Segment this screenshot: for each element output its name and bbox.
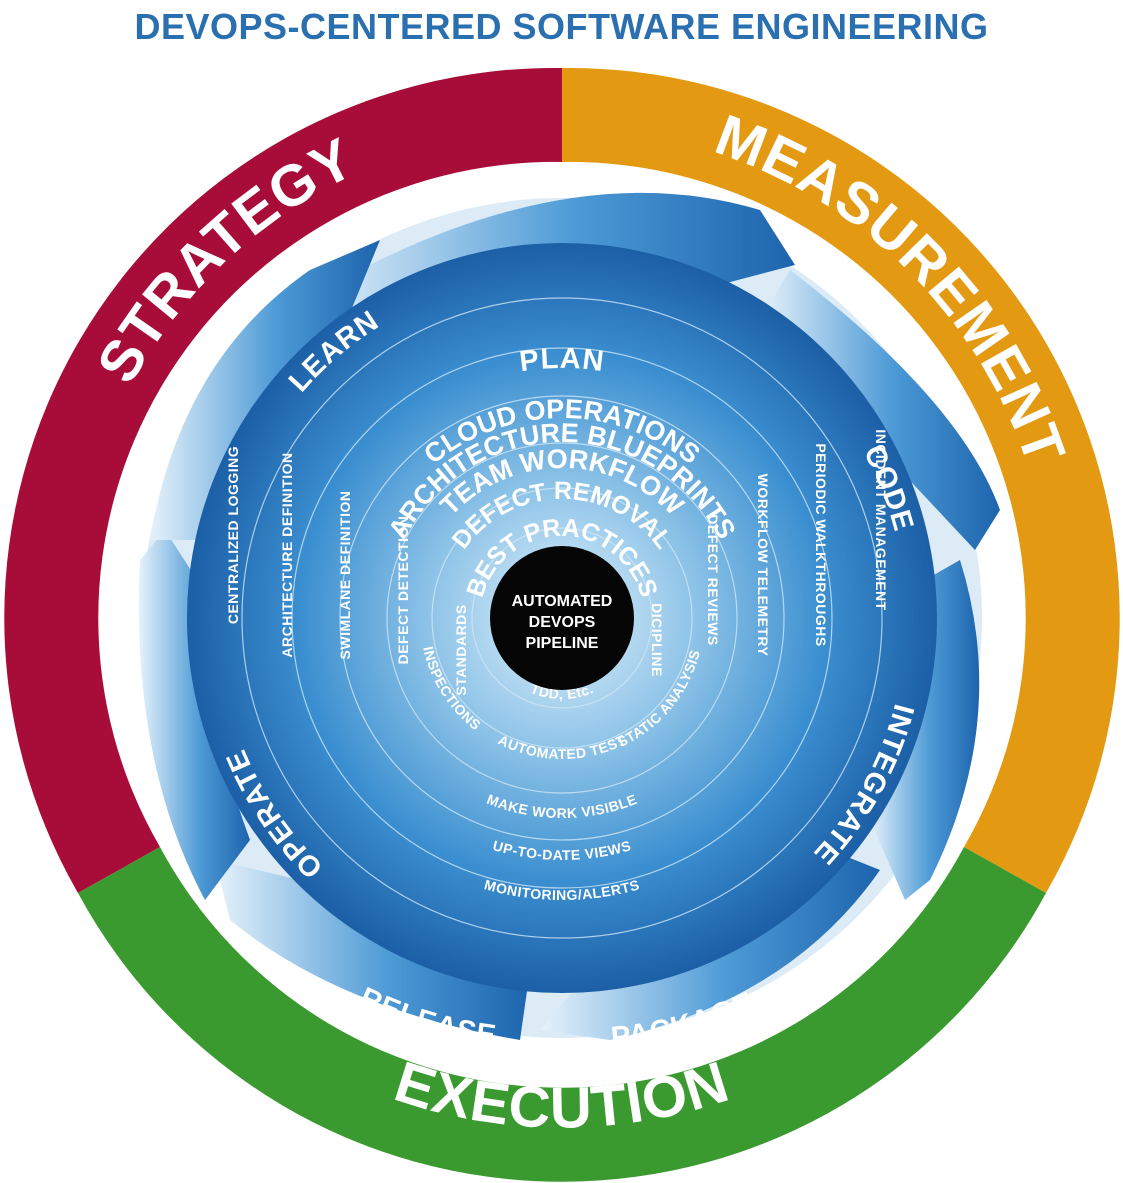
label-architecture-definition: ARCHITECTURE DEFINITION [279, 452, 295, 657]
measurement-segment [562, 67, 1120, 893]
hub-line-2: DEVOPS [529, 614, 596, 631]
label-workflow-telemetry: WORKFLOW TELEMETRY [755, 474, 771, 657]
label-swimlane-definition: SWIMLANE DEFINITION [337, 491, 353, 660]
hub-line-3: PIPELINE [526, 635, 599, 652]
label-incident-management: INCIDENT MANAGEMENT [873, 429, 889, 610]
arrow-release [215, 860, 530, 1040]
label-dicipline: DICIPLINE [649, 603, 665, 677]
strategy-segment [4, 67, 562, 893]
arrow-operate [138, 530, 250, 900]
label-defect-reviews: DEFECT REVIEWS [705, 514, 721, 645]
label-defect-detection: DEFECT DETECTION [395, 516, 411, 665]
label-standards: STANDARDS [453, 604, 469, 695]
execution-segment [78, 847, 1046, 1182]
hub-circle [490, 546, 634, 690]
arrow-code [760, 270, 1000, 550]
label-periodic-walkthroughs: PERIODIC WALKTHROUGHS [813, 443, 829, 646]
hub-line-1: AUTOMATED [512, 593, 613, 610]
phase-plan: PLAN [518, 343, 607, 378]
diagram-title: DEVOPS-CENTERED SOFTWARE ENGINEERING [134, 6, 989, 47]
label-centralized-logging: CENTRALIZED LOGGING [225, 446, 241, 624]
concentric-rings [241, 297, 883, 939]
